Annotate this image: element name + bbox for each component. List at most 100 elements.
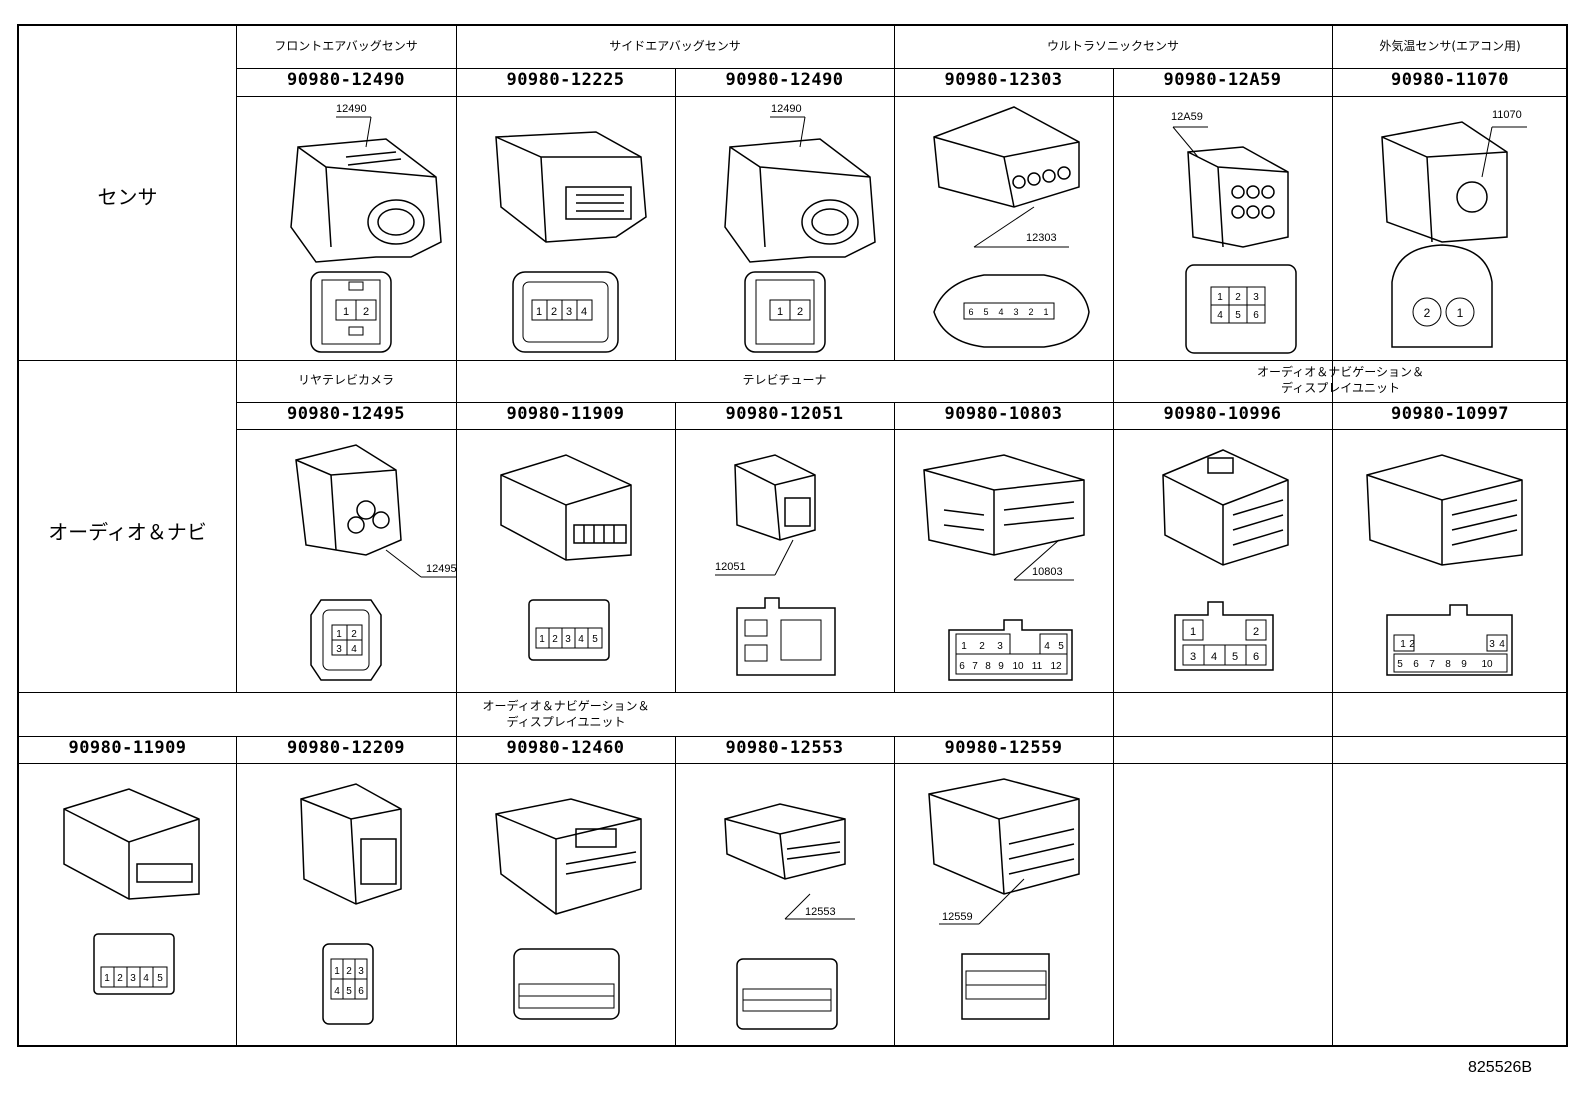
pin: 1 (536, 306, 542, 318)
group-header: サイドエアバッグセンサ (609, 39, 741, 53)
grid-line (19, 763, 1568, 764)
callout-label: 12051 (715, 561, 746, 573)
pin: 4 (1044, 641, 1050, 652)
pin: 2 (1253, 626, 1259, 638)
pin: 5 (1235, 310, 1241, 321)
grid-line (894, 402, 895, 692)
pin: 6 (1253, 651, 1259, 663)
connector-cell: 1 2 3 4 5 6 12A59 (1113, 97, 1332, 360)
pin: 2 (117, 973, 123, 984)
grid-line (675, 68, 676, 360)
group-header: ディスプレイユニット (1281, 381, 1400, 395)
pin: 2 (797, 306, 803, 318)
pin: 1 (1190, 626, 1196, 638)
connector-drawing: 1 2 3 4 5 6 7 8 9 10 (1366, 454, 1523, 676)
pin: 5 (592, 634, 598, 645)
pin: 10 (1012, 661, 1024, 672)
connector-cell: 2 1 11070 (1332, 97, 1568, 360)
part-number: 90980-11909 (506, 404, 625, 424)
pin: 4 (143, 973, 149, 984)
connector-drawing: 1 2 3 4 5 6 (1162, 449, 1289, 671)
part-number: 90980-12460 (506, 738, 625, 758)
row-label-audio-navi: オーディオ＆ナビ (48, 520, 207, 544)
connector-cell: 1 2 3 4 (456, 97, 675, 360)
pin: 6 (1253, 310, 1259, 321)
pin: 2 (346, 966, 352, 977)
pin: 11 (1032, 661, 1043, 672)
part-number: 90980-11070 (1390, 70, 1510, 90)
pin: 4 (1499, 639, 1505, 650)
connector-cell: 1 2 12490 (675, 97, 894, 360)
pin: 1 (336, 629, 342, 640)
group-header: 外気温センサ(エアコン用) (1379, 39, 1521, 53)
pin: 2 (551, 306, 557, 318)
pin: 7 (1429, 659, 1435, 670)
pin: 2 (1028, 307, 1033, 317)
connector-cell: 1 2 3 4 12495 (236, 430, 457, 692)
group-header: テレビチューナ (742, 373, 827, 387)
connector-cell: 1 2 12490 (236, 97, 456, 360)
pin: 2 (363, 306, 369, 318)
pin: 3 (130, 973, 136, 984)
pin: 1 (104, 973, 110, 984)
connector-drawing: 1 2 3 4 5 (63, 788, 200, 995)
group-header: ウルトラソニックセンサ (1046, 39, 1179, 53)
connector-drawing: 1 2 (724, 116, 876, 353)
pin: 1 (334, 966, 340, 977)
part-number: 90980-12490 (725, 70, 844, 90)
grid-line (236, 736, 237, 1047)
part-number: 90980-12490 (286, 70, 406, 90)
pin: 4 (1217, 310, 1223, 321)
callout-label: 11070 (1492, 109, 1522, 121)
pin: 3 (997, 641, 1003, 652)
grid-line (236, 68, 1568, 69)
grid-line (894, 736, 895, 1047)
connector-drawing: 1 2 3 4 5 6 (300, 783, 402, 1025)
pin: 5 (346, 986, 352, 997)
group-header: リヤテレビカメラ (297, 373, 394, 387)
connector-cell: 6 5 4 3 2 1 12303 (894, 97, 1113, 360)
connector-cell (456, 764, 675, 1047)
pin: 5 (157, 973, 163, 984)
row-label-sensor: センサ (97, 185, 158, 209)
grid-line (675, 736, 676, 1047)
callout-label: 12490 (771, 103, 802, 115)
connector-cell: 12553 (675, 764, 894, 1047)
callout-label: 12303 (1026, 232, 1057, 244)
pin: 10 (1481, 659, 1493, 670)
group-header: オーディオ＆ナビゲーション＆ (1257, 365, 1424, 379)
pin: 3 (336, 644, 342, 655)
connector-drawing: 6 5 4 3 2 1 (933, 106, 1090, 348)
connector-drawing: 1 2 3 4 5 6 7 8 9 10 11 12 (923, 454, 1085, 681)
pin: 1 (777, 306, 783, 318)
grid-line (894, 26, 895, 360)
pin: 5 (983, 307, 988, 317)
pin: 2 (351, 629, 357, 640)
pin: 6 (968, 307, 973, 317)
pin: 1 (961, 641, 967, 652)
pin: 3 (565, 634, 571, 645)
pin: 1 (1043, 307, 1048, 317)
pin: 8 (1445, 659, 1451, 670)
grid-line (1113, 68, 1114, 1047)
pin: 6 (959, 661, 965, 672)
connector-cell: 1 2 3 4 5 6 7 8 9 10 (1332, 430, 1568, 692)
grid-line (236, 96, 1568, 97)
pin: 4 (998, 307, 1003, 317)
pin: 3 (1489, 639, 1495, 650)
grid-line (19, 736, 1568, 737)
grid-line (19, 360, 1568, 361)
connector-cell: 1 2 3 4 5 6 7 8 9 10 11 12 10803 (894, 430, 1113, 692)
pin: 1 (1400, 639, 1406, 650)
pin: 2 (1409, 639, 1415, 650)
part-number: 90980-12559 (944, 738, 1063, 758)
callout-label: 10803 (1032, 566, 1063, 578)
pin: 1 (539, 634, 545, 645)
part-number: 90980-12209 (286, 738, 406, 758)
connector-drawing: 1 2 3 4 5 (500, 454, 632, 661)
grid-line (1332, 26, 1333, 1047)
part-number: 90980-12495 (286, 404, 406, 424)
connector-cell: 1 2 3 4 5 6 (1113, 430, 1332, 692)
pin: 6 (358, 986, 364, 997)
connector-drawing: 1 2 3 4 5 6 (1172, 126, 1297, 354)
